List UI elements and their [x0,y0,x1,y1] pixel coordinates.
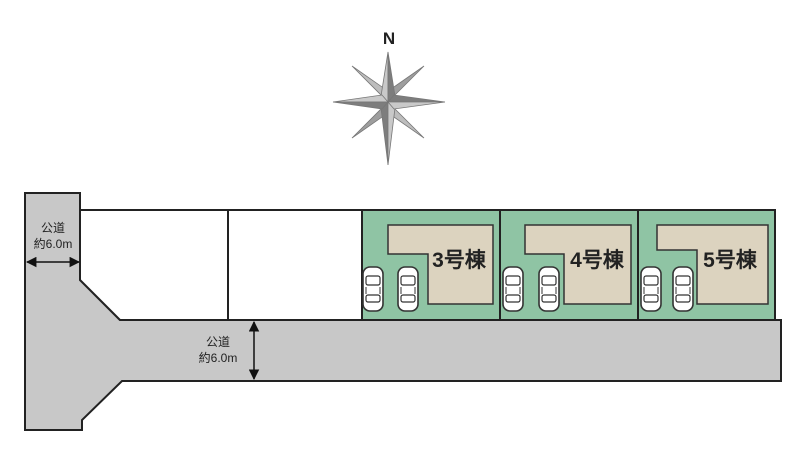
parking-space-icon [538,266,560,312]
lot-3: 3号棟 [361,209,501,321]
lot-5: 5号棟 [637,209,776,321]
north-label: N [383,29,395,48]
south-road-name: 公道 [206,335,230,349]
lot-2 [227,209,363,321]
building-lot-5 [656,224,769,305]
compass-rose-icon: N [332,29,446,166]
west-road-dimension: 公道 約6.0m [25,221,81,268]
parking-space-icon [362,266,384,312]
south-road-dimension: 公道 約6.0m [199,320,260,381]
lot-4-label: 4号棟 [570,248,625,272]
lot-5-label: 5号棟 [703,248,758,272]
lot-4: 4号棟 [499,209,639,321]
parking-space-icon [672,266,694,312]
lot-3-label: 3号棟 [432,248,487,272]
west-road-width: 約6.0m [34,236,73,251]
parking-space-icon [397,266,419,312]
lot-1 [79,209,229,321]
building-lot-3 [387,224,494,305]
parking-space-icon [502,266,524,312]
parking-space-icon [640,266,662,312]
building-lot-4 [524,224,632,305]
south-road-width: 約6.0m [199,350,238,365]
west-road-name: 公道 [41,221,65,235]
